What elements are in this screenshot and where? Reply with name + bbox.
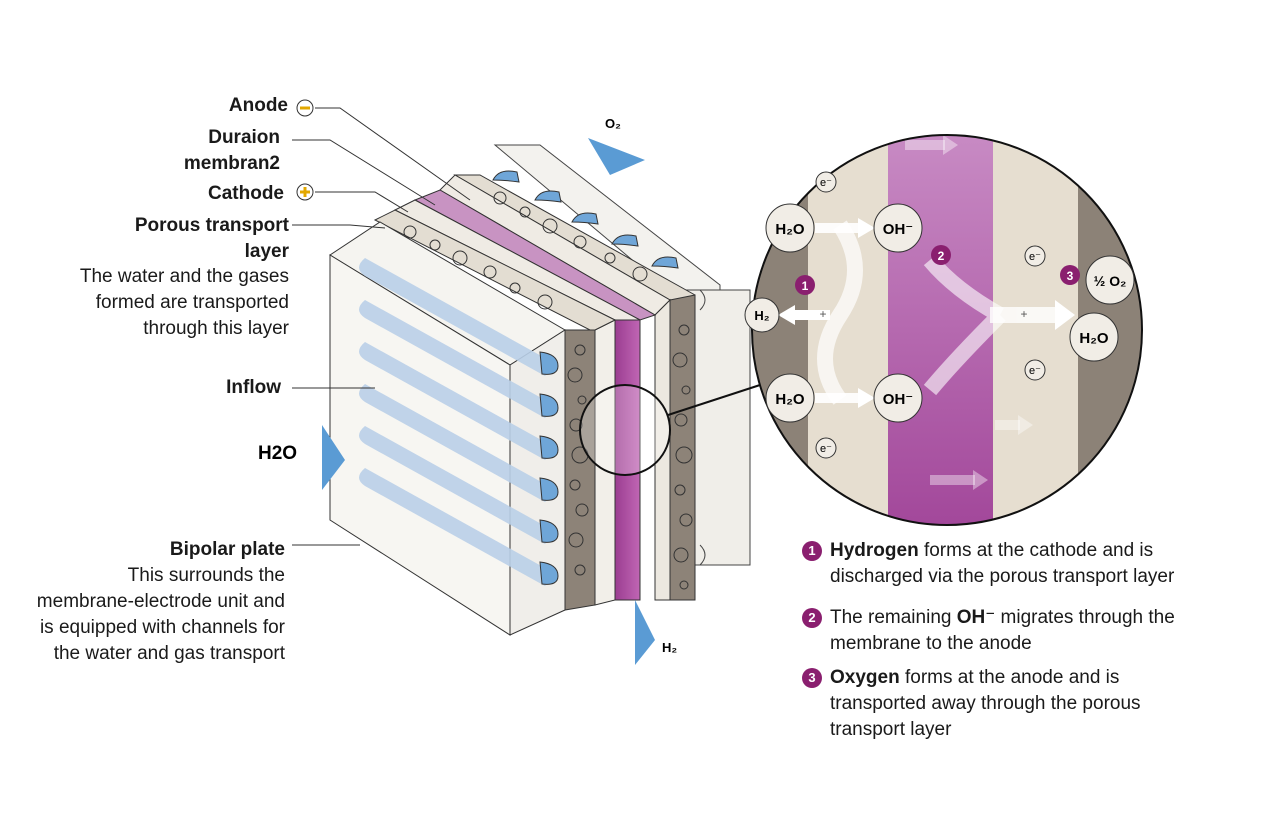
h2o-top-molecule: H₂O — [765, 203, 815, 253]
svg-text:OH⁻: OH⁻ — [883, 391, 913, 408]
top-channel-tabs — [492, 170, 679, 269]
o2-out-arrow — [588, 138, 645, 175]
ptl-description: The water and the gases formed are trans… — [79, 266, 289, 339]
o2-label: O₂ — [605, 116, 621, 131]
legend-text-1: forms at the cathode and is discharged v… — [830, 540, 1175, 587]
svg-text:e⁻: e⁻ — [820, 443, 832, 455]
legend-pre-2: The remaining — [830, 607, 957, 628]
half-o2-molecule: ½ O₂ — [1085, 255, 1135, 305]
oh-bottom-ion: OH⁻ — [873, 373, 923, 423]
step-badge-3: 3 — [1060, 265, 1080, 285]
legend-badge-2: 2 — [802, 608, 822, 628]
magnifier-circle — [579, 384, 671, 476]
svg-text:e⁻: e⁻ — [1029, 251, 1041, 263]
legend-bold-2: OH⁻ — [956, 607, 996, 628]
legend-item-1: 1 Hydrogen forms at the cathode and is d… — [802, 538, 1222, 590]
legend-item-3: 3 Oxygen forms at the anode and is trans… — [802, 665, 1182, 743]
svg-text:3: 3 — [1067, 269, 1074, 283]
anode-label: Anode — [228, 95, 288, 116]
leader-lines — [292, 107, 471, 546]
svg-text:H₂O: H₂O — [775, 391, 804, 408]
electron-3: e⁻ — [1024, 245, 1046, 267]
plus-left: + — [819, 307, 826, 321]
step-badge-2: 2 — [931, 245, 951, 265]
legend-bold-1: Hydrogen — [830, 540, 919, 561]
svg-text:OH⁻: OH⁻ — [883, 221, 913, 238]
oh-top-ion: OH⁻ — [873, 203, 923, 253]
h2o-bottom-molecule: H₂O — [765, 373, 815, 423]
electron-4: e⁻ — [1024, 359, 1046, 381]
svg-text:H₂: H₂ — [754, 308, 769, 323]
h2o-right-molecule: H₂O — [1069, 312, 1119, 362]
pores — [403, 191, 693, 590]
electron-1: e⁻ — [815, 171, 837, 193]
h2-molecule: H₂ — [744, 297, 780, 333]
cell-stack — [329, 144, 761, 636]
svg-text:e⁻: e⁻ — [820, 177, 832, 189]
h2o-inflow-label: H2O — [258, 443, 297, 464]
bipolar-plate-description: This surrounds the membrane-electrode un… — [36, 565, 285, 664]
svg-text:½ O₂: ½ O₂ — [1094, 273, 1127, 289]
legend-badge-1: 1 — [802, 541, 822, 561]
membrane — [413, 189, 657, 601]
step-badge-1: 1 — [795, 275, 815, 295]
svg-text:2: 2 — [938, 249, 945, 263]
svg-text:H₂O: H₂O — [775, 221, 804, 238]
electron-2: e⁻ — [815, 437, 837, 459]
water-channels — [359, 258, 559, 586]
svg-text:H₂O: H₂O — [1079, 330, 1108, 347]
membrane-label: Duraion membran2 — [183, 127, 280, 174]
svg-text:1: 1 — [802, 279, 809, 293]
h2o-in-arrow — [322, 425, 345, 490]
bipolar-plate-label: Bipolar plate — [169, 539, 285, 560]
legend-badge-3: 3 — [802, 668, 822, 688]
ptl-label: Porous transport layer — [134, 215, 289, 262]
legend-text-2: migrates through the membrane to the ano… — [830, 607, 1175, 654]
legend-text-3: forms at the anode and is transported aw… — [830, 667, 1141, 740]
legend-bold-3: Oxygen — [830, 667, 900, 688]
h2-out-arrow — [635, 600, 655, 665]
legend-item-2: 2 The remaining OH⁻ migrates through the… — [802, 605, 1222, 657]
inflow-label: Inflow — [226, 377, 281, 398]
plus-right: + — [1020, 307, 1027, 321]
svg-text:e⁻: e⁻ — [1029, 365, 1041, 377]
h2-label: H₂ — [662, 640, 677, 655]
cathode-label: Cathode — [208, 183, 284, 204]
